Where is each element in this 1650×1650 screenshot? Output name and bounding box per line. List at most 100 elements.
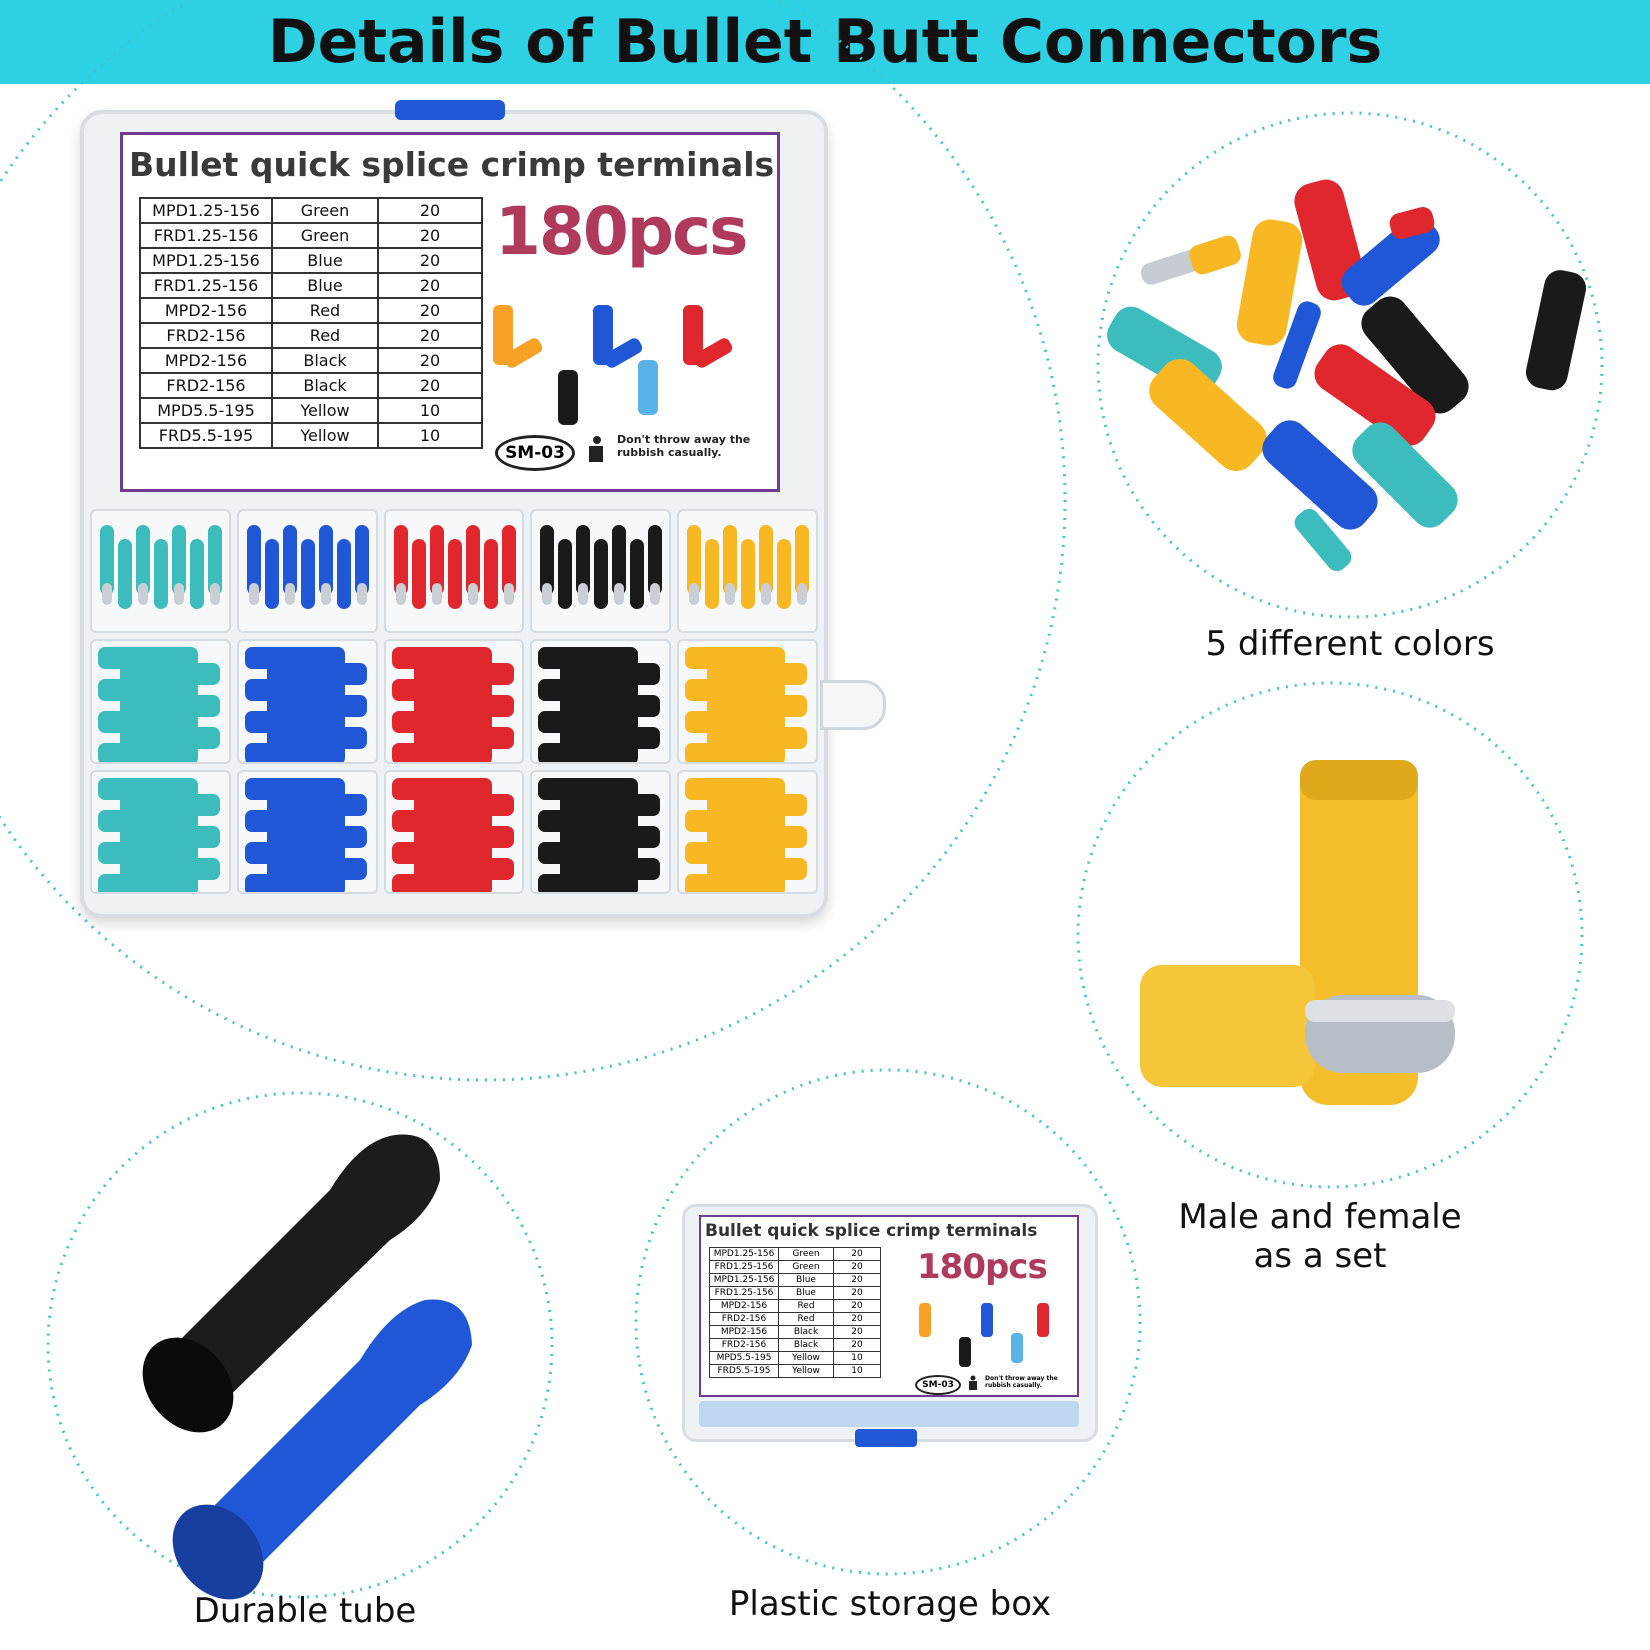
- spec-color: Green: [271, 197, 379, 224]
- small-spec-part-number: MPD5.5-195: [709, 1351, 779, 1365]
- connectors-yellow: [685, 647, 808, 762]
- connector: [354, 525, 369, 595]
- connector: [741, 539, 756, 609]
- small-box-latch: [855, 1429, 917, 1447]
- connectors-blue: [246, 525, 369, 609]
- small-spec-part-number: MPD1.25-156: [709, 1273, 779, 1287]
- spec-part-number: FRD2-156: [139, 372, 273, 399]
- spec-part-number: FRD1.25-156: [139, 272, 273, 299]
- connectors-yellow: [687, 525, 810, 609]
- small-connector-illustrations: [919, 1303, 1049, 1367]
- small-spec-quantity: 20: [833, 1247, 881, 1261]
- connector: [391, 873, 492, 892]
- piece-count: 180pcs: [495, 193, 748, 270]
- connector: [98, 873, 198, 892]
- spec-quantity: 10: [377, 397, 483, 424]
- trash-icon: [589, 436, 603, 462]
- spec-part-number: FRD5.5-195: [139, 422, 273, 449]
- connector: [393, 525, 408, 595]
- small-box-label-title: Bullet quick splice crimp terminals: [705, 1221, 1038, 1241]
- model-badge: SM-03: [495, 435, 575, 471]
- connector: [687, 525, 702, 595]
- spec-part-number: MPD2-156: [139, 297, 273, 324]
- connector: [98, 743, 198, 762]
- caption-tube: Durable tube: [193, 1591, 417, 1631]
- spec-quantity: 20: [377, 247, 483, 274]
- storage-box-small: Bullet quick splice crimp terminals MPD1…: [682, 1204, 1098, 1447]
- small-spec-quantity: 20: [833, 1338, 881, 1352]
- metal-tip: [761, 583, 772, 605]
- male-female-set: [1140, 760, 1455, 1105]
- small-spec-color: Black: [778, 1338, 834, 1352]
- connectors-black: [538, 777, 661, 892]
- connector: [208, 525, 222, 595]
- small-piece-count: 180pcs: [917, 1247, 1048, 1287]
- connector: [282, 525, 297, 595]
- connector: [648, 525, 663, 595]
- metal-tip: [320, 583, 331, 605]
- box-hinge-tab: [820, 680, 886, 730]
- spec-color: Yellow: [271, 422, 379, 449]
- connector-illustrations: [493, 305, 733, 425]
- metal-tip: [248, 583, 259, 605]
- small-spec-color: Red: [778, 1312, 834, 1326]
- spec-part-number: MPD1.25-156: [139, 247, 273, 274]
- connectors-red: [393, 525, 516, 609]
- spec-quantity: 20: [377, 297, 483, 324]
- page-title: Details of Bullet Butt Connectors: [267, 7, 1383, 77]
- connector: [300, 539, 315, 609]
- dotted-circle-tube: [46, 1091, 554, 1599]
- small-spec-part-number: MPD2-156: [709, 1325, 779, 1339]
- compartment-grid: [90, 509, 818, 894]
- spec-quantity: 20: [377, 372, 483, 399]
- compartment-blue: [236, 769, 378, 894]
- connector: [685, 743, 786, 762]
- connector: [154, 539, 168, 609]
- spec-color: Black: [271, 372, 379, 399]
- spec-color: Red: [271, 322, 379, 349]
- connector: [630, 539, 645, 609]
- compartment-red: [383, 509, 525, 634]
- spec-part-number: FRD1.25-156: [139, 222, 273, 249]
- connectors-teal: [98, 647, 220, 762]
- small-spec-color: Red: [778, 1299, 834, 1313]
- small-notice-text: Don't throw away the rubbish casually.: [985, 1375, 1058, 1390]
- spec-quantity: 10: [377, 422, 483, 449]
- connector: [336, 539, 351, 609]
- spec-color: Blue: [271, 247, 379, 274]
- small-spec-color: Yellow: [778, 1351, 834, 1365]
- metal-tip: [174, 583, 184, 605]
- small-spec-part-number: MPD2-156: [709, 1299, 779, 1313]
- spec-color: Green: [271, 222, 379, 249]
- small-spec-quantity: 20: [833, 1260, 881, 1274]
- small-spec-part-number: FRD5.5-195: [709, 1364, 779, 1378]
- compartment-teal: [90, 509, 231, 634]
- small-box-label: Bullet quick splice crimp terminals MPD1…: [699, 1215, 1079, 1397]
- connector: [576, 525, 591, 595]
- small-spec-color: Black: [778, 1325, 834, 1339]
- compartment-black: [530, 639, 672, 764]
- connector: [465, 525, 480, 595]
- small-spec-quantity: 20: [833, 1273, 881, 1287]
- compartment-teal: [90, 769, 231, 894]
- header-banner: Details of Bullet Butt Connectors: [0, 0, 1650, 84]
- connectors-red: [391, 777, 514, 892]
- small-spec-color: Blue: [778, 1273, 834, 1287]
- connector: [118, 539, 132, 609]
- spec-part-number: MPD5.5-195: [139, 397, 273, 424]
- box-latch: [395, 100, 505, 120]
- connectors-blue: [244, 777, 367, 892]
- connector: [244, 873, 345, 892]
- connector: [483, 539, 498, 609]
